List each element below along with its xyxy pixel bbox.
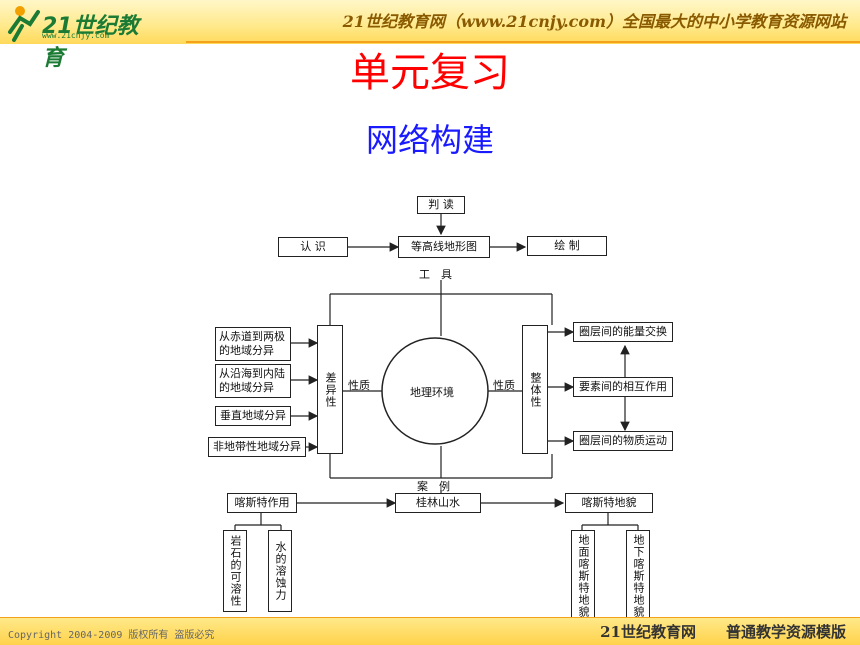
label-xingzhi-right: 性质 [493,379,515,392]
box-bottom-right-2: 地下喀斯特地貌 [626,530,650,622]
box-right-item-3: 圈层间的物质运动 [573,431,673,451]
page-subtitle: 网络构建 [365,121,494,159]
header-slogan: 21世纪教育网（www.21cnjy.com）全国最大的中小学教育资源网站 [342,12,846,31]
footer-bar [0,618,860,645]
box-right-item-1: 圈层间的能量交换 [573,322,673,342]
box-left-item-1: 从赤道到两极的地域分异 [215,327,291,361]
label-gongju: 工 具 [419,268,452,281]
header-divider [186,41,860,43]
footer-copyright: Copyright 2004-2009 版权所有 盗版必究 [8,630,215,641]
box-renshi: 认 识 [278,237,348,257]
box-right-item-2: 要素间的相互作用 [573,377,673,397]
box-kasite-dimao: 喀斯特地貌 [565,493,653,513]
footer-brand: 21世纪教育网 普通教学资源模版 [600,623,846,641]
logo-text: 21世纪教育 [42,14,139,71]
box-kasite-zuoyong: 喀斯特作用 [227,493,297,513]
box-bottom-left-2: 水的溶蚀力 [268,530,292,612]
box-guilin: 桂林山水 [395,493,481,513]
label-anli: 案 例 [417,480,450,493]
diagram-connectors [234,214,639,530]
box-zhengtixing: 整体性 [522,325,548,454]
circle-dilihuanjing: 地理环境 [410,386,454,399]
box-bottom-left-1: 岩石的可溶性 [223,530,247,612]
logo-url: www.21cnjy.com [42,31,110,40]
box-pandu: 判 读 [417,196,465,214]
site-logo[interactable]: 21世纪教育 www.21cnjy.com [6,2,156,71]
box-denggaoxian: 等高线地形图 [398,236,490,258]
box-left-item-3: 垂直地域分异 [215,406,291,426]
box-left-item-4: 非地带性地域分异 [208,437,306,457]
header-bar [0,0,860,44]
box-huizhi: 绘 制 [527,236,607,256]
box-bottom-right-1: 地面喀斯特地貌 [571,530,595,622]
label-xingzhi-left: 性质 [348,379,370,392]
box-chayixing: 差异性 [317,325,343,454]
page-title: 单元复习 [350,50,510,96]
concept-diagram: 判 读 认 识 等高线地形图 绘 制 工 具 差异性 整体性 性质 性质 地理环… [205,190,680,622]
box-left-item-2: 从沿海到内陆的地域分异 [215,364,291,398]
logo-figure-icon [8,6,40,42]
